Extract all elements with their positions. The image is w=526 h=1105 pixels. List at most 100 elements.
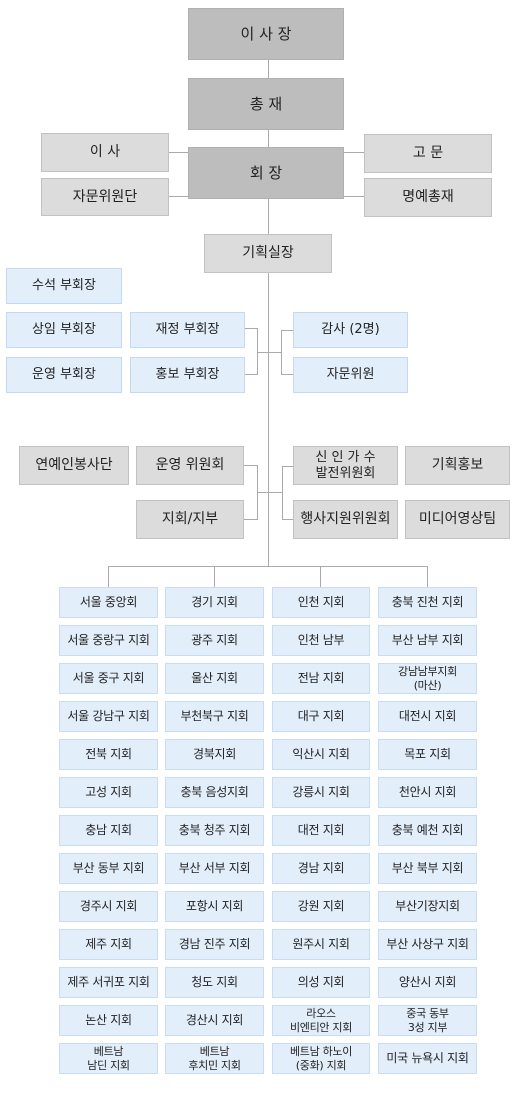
event-support-committee-box: 행사지원위원회 [293, 500, 398, 539]
branch-label-line: 충북 예천 지회 [391, 823, 464, 838]
right-connector-line-2 [344, 196, 364, 197]
branch-label-line: 경주시 지회 [79, 899, 138, 914]
branch-label-line: 청도 지회 [191, 975, 238, 990]
branch-label-line: 의성 지회 [297, 975, 345, 990]
branch-box: 서울 중랑구 지회 [59, 625, 158, 656]
branch-label-line: (마산) [413, 678, 442, 692]
chairman-box: 이 사 장 [188, 8, 344, 60]
branch-box: 인천 남부 [272, 625, 370, 656]
branch-drop-2 [214, 566, 215, 587]
branch-label-line: 광주 지회 [191, 633, 238, 648]
senior-vice-president-box: 수석 부회장 [6, 268, 122, 304]
branch-box: 베트남 하노이(중화) 지회 [272, 1043, 370, 1074]
advisor-box: 고 문 [364, 134, 492, 173]
branch-drop-4 [427, 566, 428, 587]
branch-label-line: 서울 강남구 지회 [67, 709, 150, 724]
branch-label-line: 울산 지회 [191, 671, 238, 686]
branch-label-line: 양산시 지회 [398, 975, 457, 990]
vice-bracket-bottom [245, 374, 257, 375]
committee-right-vertical [282, 466, 283, 520]
branch-box: 강릉시 지회 [272, 777, 370, 808]
branch-box: 논산 지회 [59, 1005, 158, 1036]
audit-bracket-bottom [281, 374, 293, 375]
branch-box: 부천북구 지회 [165, 701, 264, 732]
branch-box: 양산시 지회 [378, 967, 477, 998]
branch-label-line: 익산시 지회 [292, 747, 350, 762]
branch-box: 강남남부지회(마산) [378, 663, 477, 694]
branch-label-line: 논산 지회 [85, 1013, 132, 1028]
branch-label-line: 전남 지회 [297, 671, 345, 686]
branch-box: 목포 지회 [378, 739, 477, 770]
branch-box: 충북 진천 지회 [378, 587, 477, 618]
left-connector-line [169, 152, 189, 153]
branch-label-line: 제주 지회 [85, 937, 132, 952]
branch-box: 부산 동부 지회 [59, 853, 158, 884]
branch-label-line: 충남 지회 [85, 823, 132, 838]
branch-box: 청도 지회 [165, 967, 264, 998]
branch-label-line: 고성 지회 [85, 785, 132, 800]
committee-right-top [282, 466, 293, 467]
branch-box: 충북 예천 지회 [378, 815, 477, 846]
branch-box: 경남 진주 지회 [165, 929, 264, 960]
branch-label-line: 충북 청주 지회 [178, 823, 251, 838]
branch-box: 광주 지회 [165, 625, 264, 656]
new-singer-committee-box: 신 인 가 수 발전위원회 [293, 446, 398, 485]
branch-label-line: (중화) 지회 [295, 1058, 347, 1072]
pr-vice-president-box: 홍보 부회장 [130, 357, 245, 393]
planning-chief-box: 기획실장 [204, 234, 332, 273]
branch-box: 대구 지회 [272, 701, 370, 732]
advisory-group-box: 자문위원단 [41, 178, 169, 216]
new-singer-line-1: 신 인 가 수 [315, 449, 376, 465]
branch-label-line: 부산 동부 지회 [72, 861, 145, 876]
branch-label-line: 남딘 지회 [87, 1058, 130, 1072]
branch-box: 서울 강남구 지회 [59, 701, 158, 732]
branch-box: 충남 지회 [59, 815, 158, 846]
branch-label-line: 강남남부지회 [398, 665, 457, 679]
finance-vice-president-box: 재정 부회장 [130, 312, 245, 348]
operations-committee-box: 운영 위원회 [136, 446, 244, 485]
operations-vice-president-box: 운영 부회장 [6, 357, 122, 393]
branch-label-line: 천안시 지회 [398, 785, 457, 800]
branch-label-line: 대구 지회 [297, 709, 345, 724]
vice-bracket-top [245, 328, 257, 329]
branch-label-line: 부산 남부 지회 [391, 633, 464, 648]
branch-box: 제주 서귀포 지회 [59, 967, 158, 998]
branch-drop-3 [320, 566, 321, 587]
branch-drop-1 [108, 566, 109, 587]
president-box: 회 장 [188, 147, 344, 199]
branch-box: 원주시 지회 [272, 929, 370, 960]
branch-label-line: 포항시 지회 [185, 899, 244, 914]
branch-label-line: 강원 지회 [297, 899, 345, 914]
branch-label-line: 전북 지회 [85, 747, 132, 762]
branches-box: 지회/지부 [136, 500, 244, 539]
branch-label-line: 경남 진주 지회 [178, 937, 251, 952]
branch-label-line: 서울 중구 지회 [72, 671, 145, 686]
branch-label-line: 대전시 지회 [398, 709, 457, 724]
branch-label-line: 목포 지회 [404, 747, 451, 762]
branch-box: 강원 지회 [272, 891, 370, 922]
branch-label-line: 부산 서부 지회 [178, 861, 251, 876]
audit-bracket-top [281, 330, 293, 331]
branch-label-line: 인천 지회 [297, 595, 345, 610]
branch-box: 충북 청주 지회 [165, 815, 264, 846]
branch-label-line: 부천북구 지회 [180, 709, 249, 724]
branch-box: 경북지회 [165, 739, 264, 770]
main-vertical-line [268, 60, 269, 566]
branch-label-line: 인천 남부 [297, 633, 345, 648]
new-singer-line-2: 발전위원회 [315, 465, 376, 481]
branch-box: 고성 지회 [59, 777, 158, 808]
branch-label-line: 경기 지회 [191, 595, 238, 610]
volunteer-group-box: 연예인봉사단 [19, 446, 129, 485]
branch-label-line: 미국 뉴욕시 지회 [386, 1051, 469, 1066]
branch-box: 경산시 지회 [165, 1005, 264, 1036]
branch-box: 서울 중구 지회 [59, 663, 158, 694]
branch-box: 부산기장지회 [378, 891, 477, 922]
director-general-box: 총 재 [188, 78, 344, 130]
branch-box: 전남 지회 [272, 663, 370, 694]
branch-box: 인천 지회 [272, 587, 370, 618]
branch-label-line: 경산시 지회 [185, 1013, 244, 1028]
branch-label-line: 서울 중랑구 지회 [67, 633, 150, 648]
branch-label-line: 베트남 하노이 [289, 1045, 353, 1059]
